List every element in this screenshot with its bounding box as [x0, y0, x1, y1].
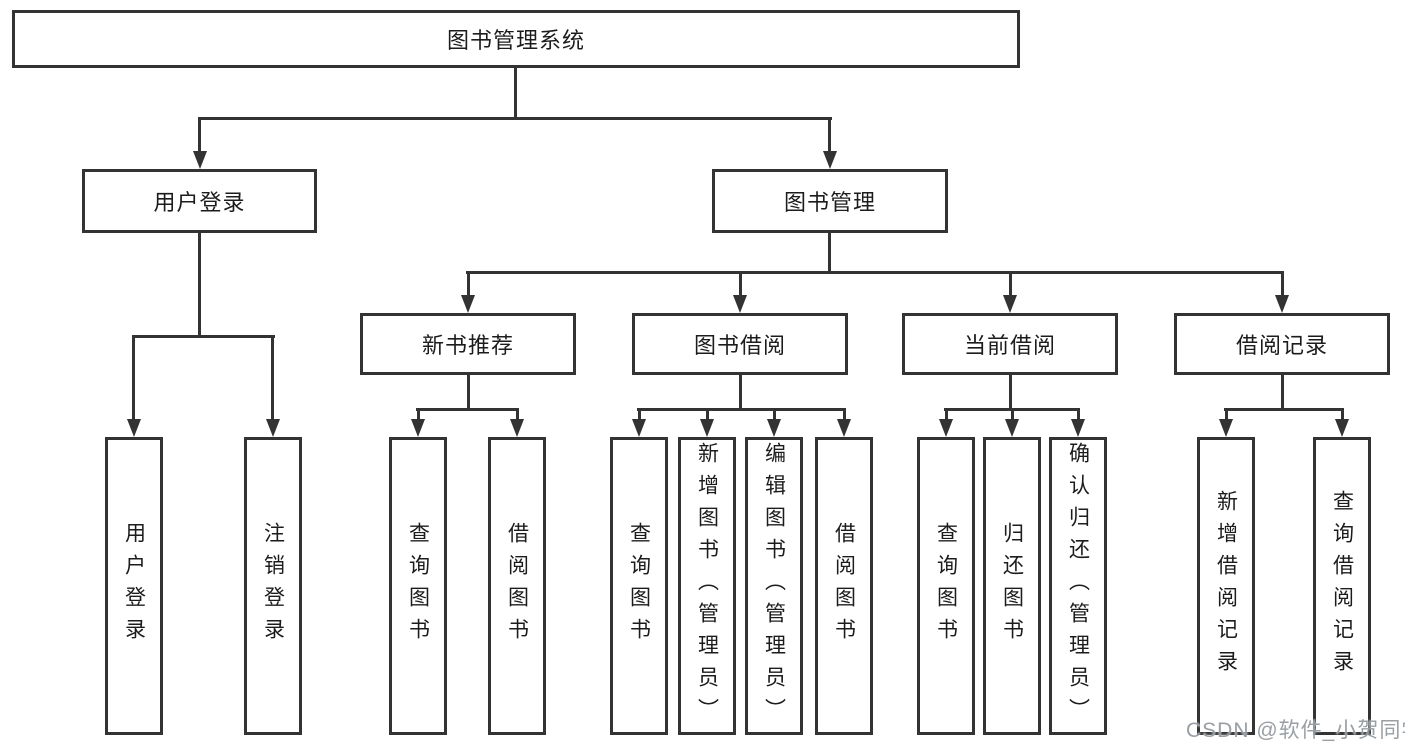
node-book-management: 图书管理 [712, 169, 948, 233]
connector-line [739, 271, 742, 297]
connector-line [132, 335, 275, 338]
leaf-borrow-books-recommend-label: 借阅图书 [505, 522, 529, 650]
node-root-library-management-system: 图书管理系统 [12, 10, 1020, 68]
connector-line [271, 335, 274, 421]
node-user-login: 用户登录 [82, 169, 317, 233]
leaf-query-books-current: 查询图书 [917, 437, 975, 735]
connector-line [1011, 408, 1014, 421]
leaf-confirm-return-admin: 确认归还（管理员） [1049, 437, 1107, 735]
leaf-user-login-label: 用户登录 [122, 522, 146, 650]
connector-line [1225, 408, 1228, 421]
connector-line [739, 375, 742, 408]
arrow-down-icon [733, 295, 747, 313]
connector-line [132, 335, 135, 421]
arrow-down-icon [127, 419, 141, 437]
arrow-down-icon [823, 151, 837, 169]
connector-line [773, 408, 776, 421]
connector-line [416, 408, 519, 411]
leaf-borrow-books-label: 借阅图书 [832, 522, 856, 650]
connector-line [516, 408, 519, 421]
leaf-confirm-return-admin-label: 确认归还（管理员） [1066, 442, 1090, 730]
connector-line [828, 233, 831, 271]
leaf-return-books-label: 归还图书 [1000, 522, 1024, 650]
node-borrow-records: 借阅记录 [1174, 313, 1390, 375]
leaf-user-login: 用户登录 [105, 437, 163, 735]
connector-line [467, 271, 470, 297]
connector-line [1281, 375, 1284, 408]
leaf-borrow-books-recommend: 借阅图书 [488, 437, 546, 735]
arrow-down-icon [461, 295, 475, 313]
arrow-down-icon [1335, 419, 1349, 437]
arrow-down-icon [266, 419, 280, 437]
connector-line [417, 408, 420, 421]
connector-line [198, 117, 201, 153]
csdn-watermark: CSDN @软件_小贺同学 [1186, 719, 1405, 742]
arrow-down-icon [1003, 295, 1017, 313]
connector-line [828, 117, 831, 153]
arrow-down-icon [510, 419, 524, 437]
leaf-query-books-borrow-label: 查询图书 [627, 522, 651, 650]
arrow-down-icon [1275, 295, 1289, 313]
leaf-query-borrow-record-label: 查询借阅记录 [1330, 490, 1354, 682]
leaf-query-books-recommend-label: 查询图书 [406, 522, 430, 650]
leaf-borrow-books: 借阅图书 [815, 437, 873, 735]
leaf-add-books-admin-label: 新增图书（管理员） [695, 442, 719, 730]
leaf-query-books-current-label: 查询图书 [934, 522, 958, 650]
connector-line [638, 408, 641, 421]
arrow-down-icon [700, 419, 714, 437]
connector-line [843, 408, 846, 421]
leaf-add-books-admin: 新增图书（管理员） [678, 437, 736, 735]
connector-line [198, 117, 832, 120]
arrow-down-icon [193, 151, 207, 169]
connector-line [466, 271, 1283, 274]
connector-line [1009, 375, 1012, 408]
node-new-book-recommend: 新书推荐 [360, 313, 576, 375]
leaf-logout-login-label: 注销登录 [261, 522, 285, 650]
leaf-edit-books-admin: 编辑图书（管理员） [745, 437, 803, 735]
connector-line [1009, 271, 1012, 297]
arrow-down-icon [1071, 419, 1085, 437]
leaf-query-books-borrow: 查询图书 [610, 437, 668, 735]
leaf-return-books: 归还图书 [983, 437, 1041, 735]
connector-line [945, 408, 948, 421]
leaf-query-books-recommend: 查询图书 [389, 437, 447, 735]
connector-line [637, 408, 846, 411]
connector-line [467, 375, 470, 408]
arrow-down-icon [411, 419, 425, 437]
arrow-down-icon [1005, 419, 1019, 437]
arrow-down-icon [632, 419, 646, 437]
arrow-down-icon [1219, 419, 1233, 437]
arrow-down-icon [939, 419, 953, 437]
leaf-add-borrow-record: 新增借阅记录 [1197, 437, 1255, 735]
connector-line [1341, 408, 1344, 421]
arrow-down-icon [837, 419, 851, 437]
node-current-borrow: 当前借阅 [902, 313, 1118, 375]
arrow-down-icon [767, 419, 781, 437]
leaf-edit-books-admin-label: 编辑图书（管理员） [762, 442, 786, 730]
connector-line [1281, 271, 1284, 297]
leaf-query-borrow-record: 查询借阅记录 [1313, 437, 1371, 735]
connector-line [198, 233, 201, 335]
leaf-add-borrow-record-label: 新增借阅记录 [1214, 490, 1238, 682]
connector-line [1224, 408, 1344, 411]
connector-line [706, 408, 709, 421]
node-book-borrow: 图书借阅 [632, 313, 848, 375]
leaf-logout-login: 注销登录 [244, 437, 302, 735]
connector-line [1077, 408, 1080, 421]
connector-line [514, 68, 517, 117]
